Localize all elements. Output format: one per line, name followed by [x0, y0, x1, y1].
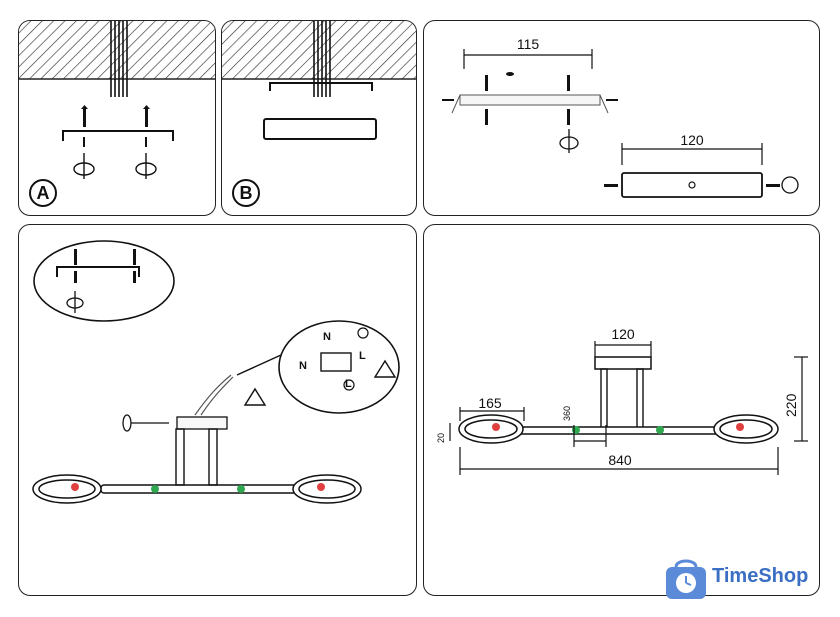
dimension-120 — [621, 143, 763, 165]
logo-text: TimeShop — [712, 565, 809, 587]
wire-label-n: N — [323, 331, 331, 343]
side-screw-icon — [604, 184, 780, 187]
canopy-plate — [176, 416, 228, 430]
timeshop-logo — [666, 559, 706, 599]
panel-c: 115 120 — [423, 20, 820, 216]
screw-icon — [74, 249, 136, 283]
dim-label-120: 120 — [611, 326, 635, 342]
dimension-360 — [573, 425, 607, 447]
panel-d: N L N L — [18, 224, 417, 596]
wire-label-l: L — [359, 350, 366, 362]
dim-label-165: 165 — [478, 395, 502, 411]
dimension-840 — [459, 447, 779, 475]
fixture-arm — [505, 426, 735, 435]
canopy-cover — [263, 118, 377, 140]
canopy-plate — [594, 356, 652, 370]
dim-label-120: 120 — [680, 132, 704, 148]
fixture-arm — [100, 484, 314, 494]
panel-c-drawing: 115 120 — [442, 36, 799, 198]
stem-rods — [175, 428, 218, 486]
ceiling-wires — [313, 21, 331, 97]
wire-label-l: L — [345, 378, 352, 390]
panel-b: B — [221, 20, 417, 216]
dimension-120 — [594, 341, 652, 357]
dimension-220 — [794, 356, 808, 442]
mounting-bracket — [269, 82, 373, 91]
ground-icon — [343, 327, 369, 391]
badge-circle — [232, 179, 260, 207]
led-indicator-icon — [71, 483, 325, 493]
canopy-cover — [621, 172, 763, 198]
badge-b: B — [240, 183, 253, 203]
lamp-ring — [32, 474, 362, 504]
mounting-bracket — [56, 266, 140, 277]
dimension-165 — [459, 407, 525, 421]
dimension-115 — [463, 49, 593, 69]
panel-d-drawing: N L N L — [32, 240, 400, 504]
screw-icon — [442, 72, 618, 125]
rotate-arrow-icon — [559, 129, 799, 194]
stem-rods — [600, 368, 644, 432]
detail-bubble — [33, 240, 175, 322]
lamp-ring — [458, 414, 779, 444]
panel-a-drawing: A — [19, 21, 215, 207]
badge-a: A — [37, 183, 50, 203]
screw-icon — [81, 105, 150, 147]
bracket-side-view — [451, 94, 609, 114]
warning-icon — [243, 359, 397, 406]
panel-e-drawing: 120 165 360 20 — [436, 326, 808, 475]
dim-label-360: 360 — [562, 406, 572, 421]
led-indicator-icon — [492, 423, 744, 434]
ceiling-wires — [110, 21, 128, 97]
dim-label-20: 20 — [436, 433, 446, 443]
mounting-bracket — [62, 130, 174, 141]
wire-bundle — [194, 374, 234, 416]
panel-e: 120 165 360 20 — [423, 224, 820, 596]
dim-label-220: 220 — [783, 393, 799, 417]
badge-circle — [29, 179, 57, 207]
panel-b-drawing: B — [222, 21, 416, 207]
wire-label-n: N — [299, 360, 307, 372]
dim-label-840: 840 — [608, 452, 632, 468]
dim-label-115: 115 — [517, 36, 540, 52]
rotate-arrow-icon — [73, 153, 157, 179]
terminal-block — [320, 352, 352, 372]
ceiling-hatch — [19, 21, 215, 79]
panel-a: A — [18, 20, 216, 216]
ceiling-hatch — [222, 21, 416, 79]
